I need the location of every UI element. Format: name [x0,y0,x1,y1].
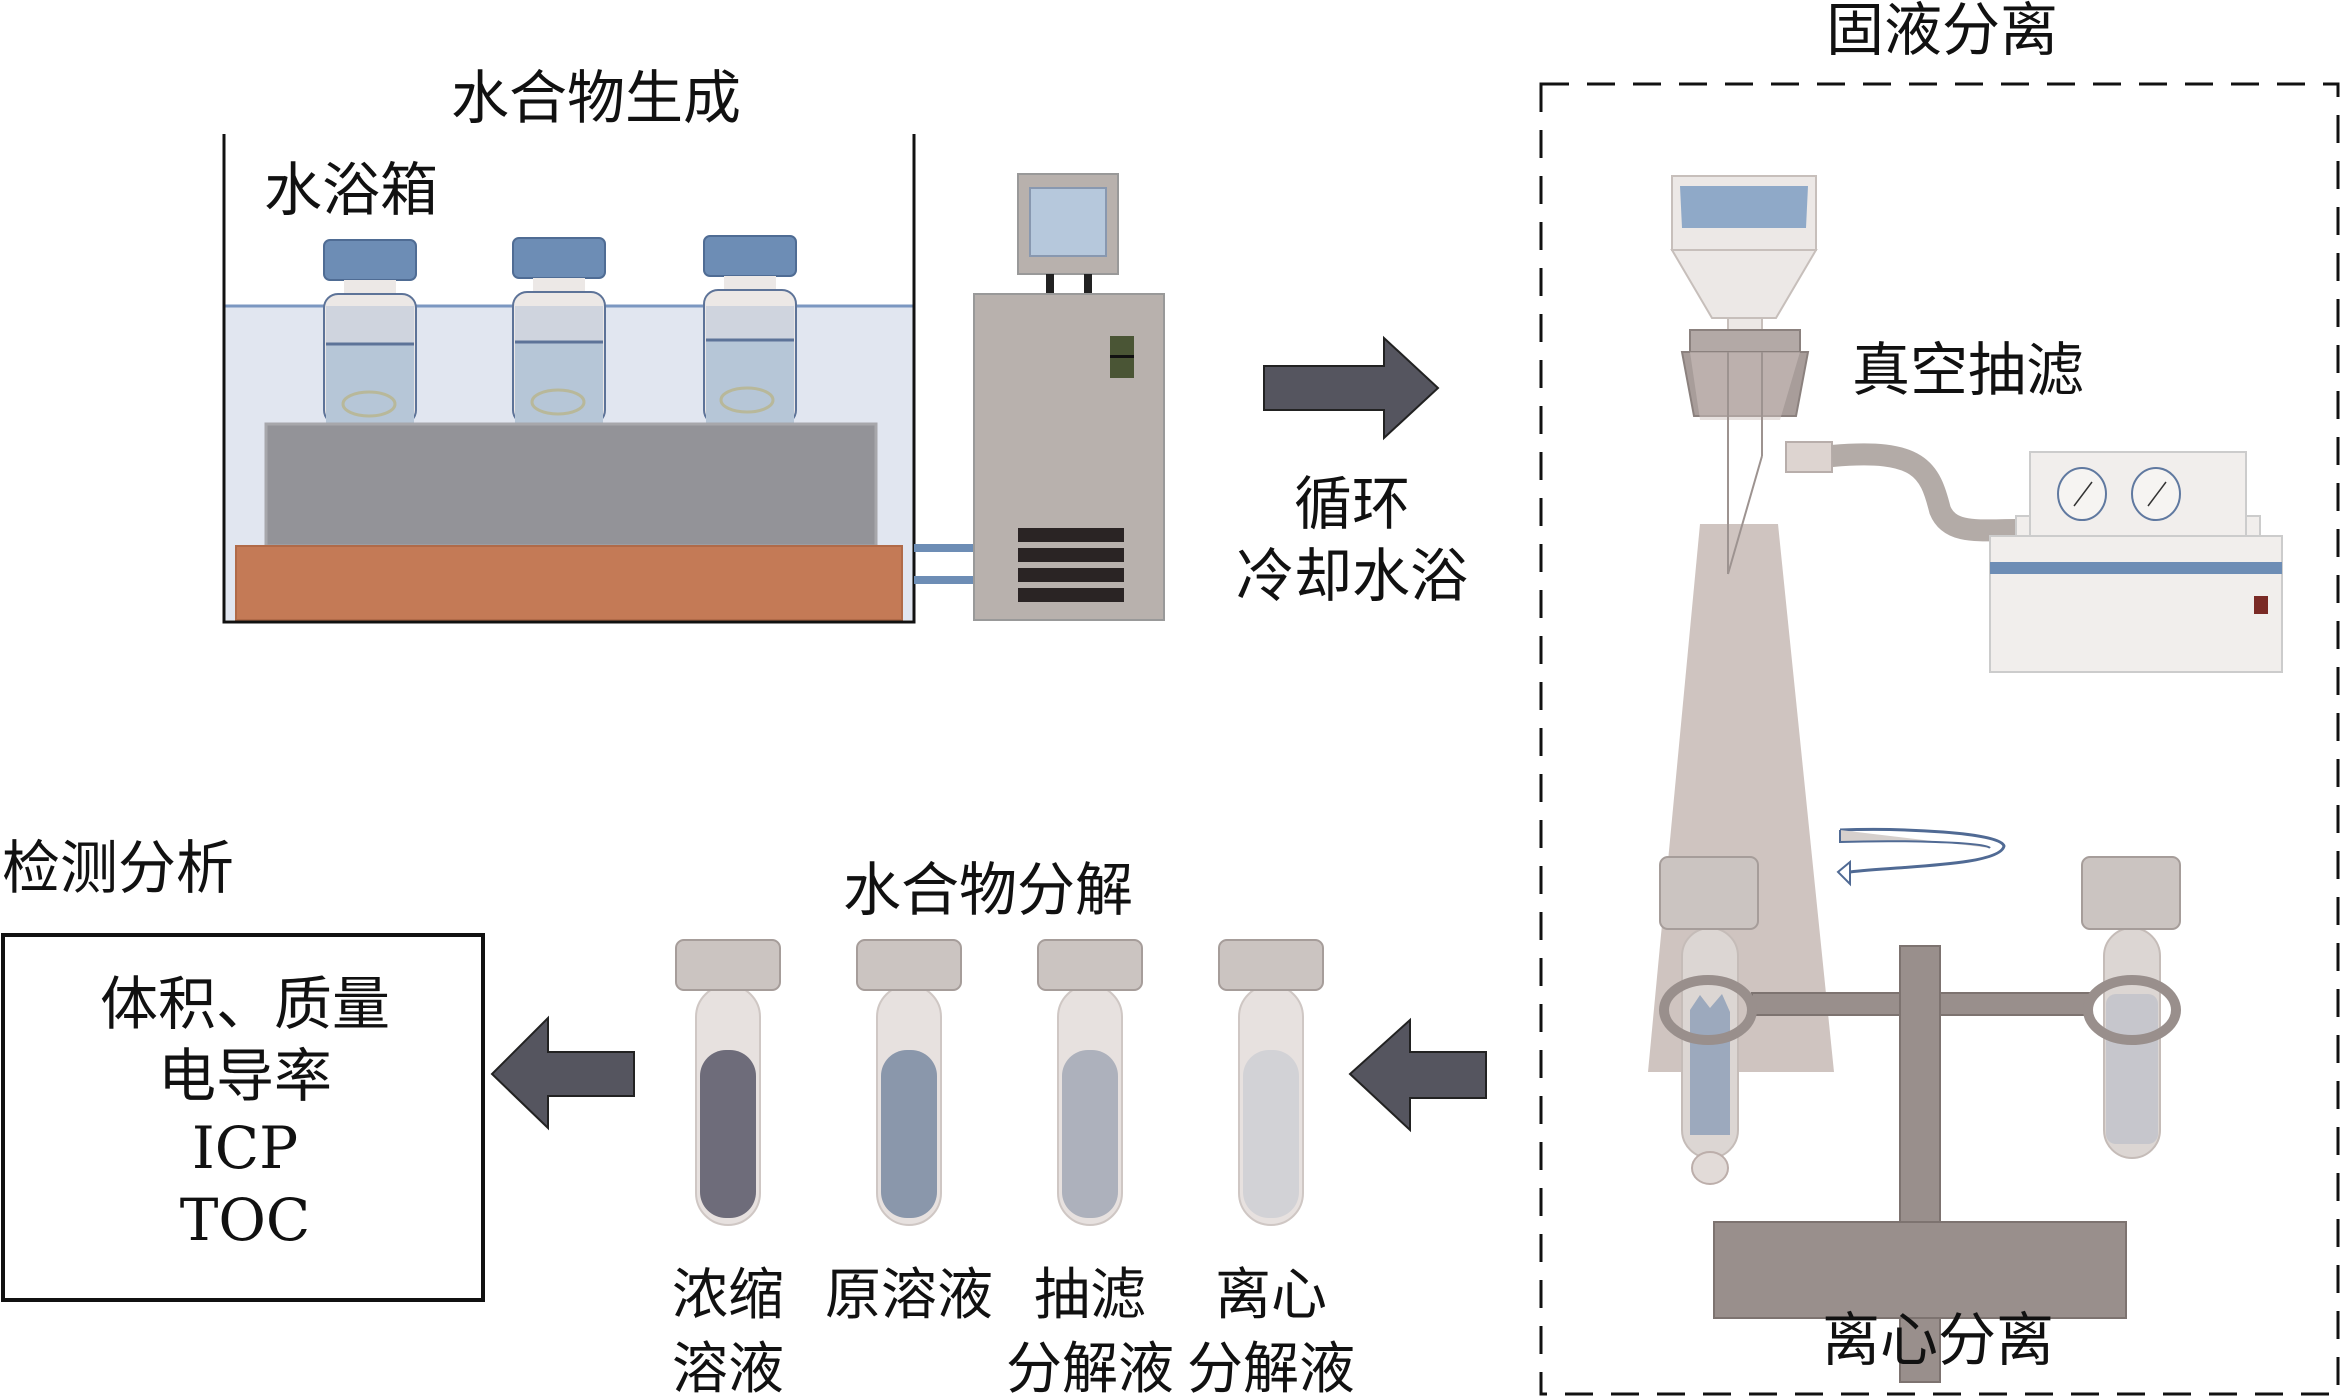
bottle [323,239,417,425]
circulation-pipe [914,576,974,584]
heater-block [235,545,903,621]
tube-label-line1: 浓缩 [672,1263,784,1328]
stir-plate [264,422,878,548]
bath-tank-outline [222,134,916,624]
sample-tubes: 浓缩溶液原溶液抽滤分解液离心分解液 [672,939,1355,1400]
arrow-right-icon [1263,335,1440,441]
water-bath: 水浴箱 [222,134,916,624]
solid-liquid-separation-title: 固液分离 [1826,0,2058,64]
analysis-item: 电导率 [158,1042,332,1110]
arrow-left-icon [1348,1017,1487,1133]
tube-label-line2: 分解液 [1187,1337,1355,1400]
tube-cap [675,939,781,991]
chiller-unit [973,173,1165,621]
vacuum-filtration-label: 真空抽滤 [1852,336,2084,404]
centrifugal-separation-label: 离心分离 [1822,1306,2054,1374]
hydrate-decomposition-title: 水合物分解 [843,856,1133,924]
analysis-box [1,933,485,1302]
water-bath-label: 水浴箱 [264,156,438,224]
tube-cap [856,939,962,991]
centrifuge-apparatus [1659,828,2181,1383]
hydrate-formation-title: 水合物生成 [451,64,741,132]
tube-cap [1037,939,1143,991]
bottle [512,237,606,425]
circulation-label-line2: 冷却水浴 [1236,542,1468,610]
tube-label-line1: 原溶液 [825,1263,993,1328]
tube-label-line2: 分解液 [1006,1337,1174,1400]
bottle [703,235,797,425]
tube-liquid [881,1050,937,1218]
circulation-label-line1: 循环 [1294,470,1410,538]
tube-cap [1218,939,1324,991]
tube-liquid [1243,1050,1299,1218]
analysis-item: ICP [192,1114,298,1182]
tube-label-line1: 抽滤 [1034,1263,1146,1328]
tube-label-line2: 溶液 [672,1337,784,1400]
circulation-pipe [914,544,974,552]
tube-liquid [700,1050,756,1218]
arrow-left-icon [490,1015,635,1131]
analysis-item: 体积、质量 [100,970,390,1038]
tube-label-line1: 离心 [1215,1263,1327,1328]
sample-tube: 原溶液 [825,939,993,1328]
analysis-item: TOC [180,1186,311,1254]
separation-dashed-box [1539,82,2340,1396]
vacuum-filtration-apparatus [1648,175,2283,1072]
tube-liquid [1062,1050,1118,1218]
analysis-title: 检测分析 [2,834,234,902]
